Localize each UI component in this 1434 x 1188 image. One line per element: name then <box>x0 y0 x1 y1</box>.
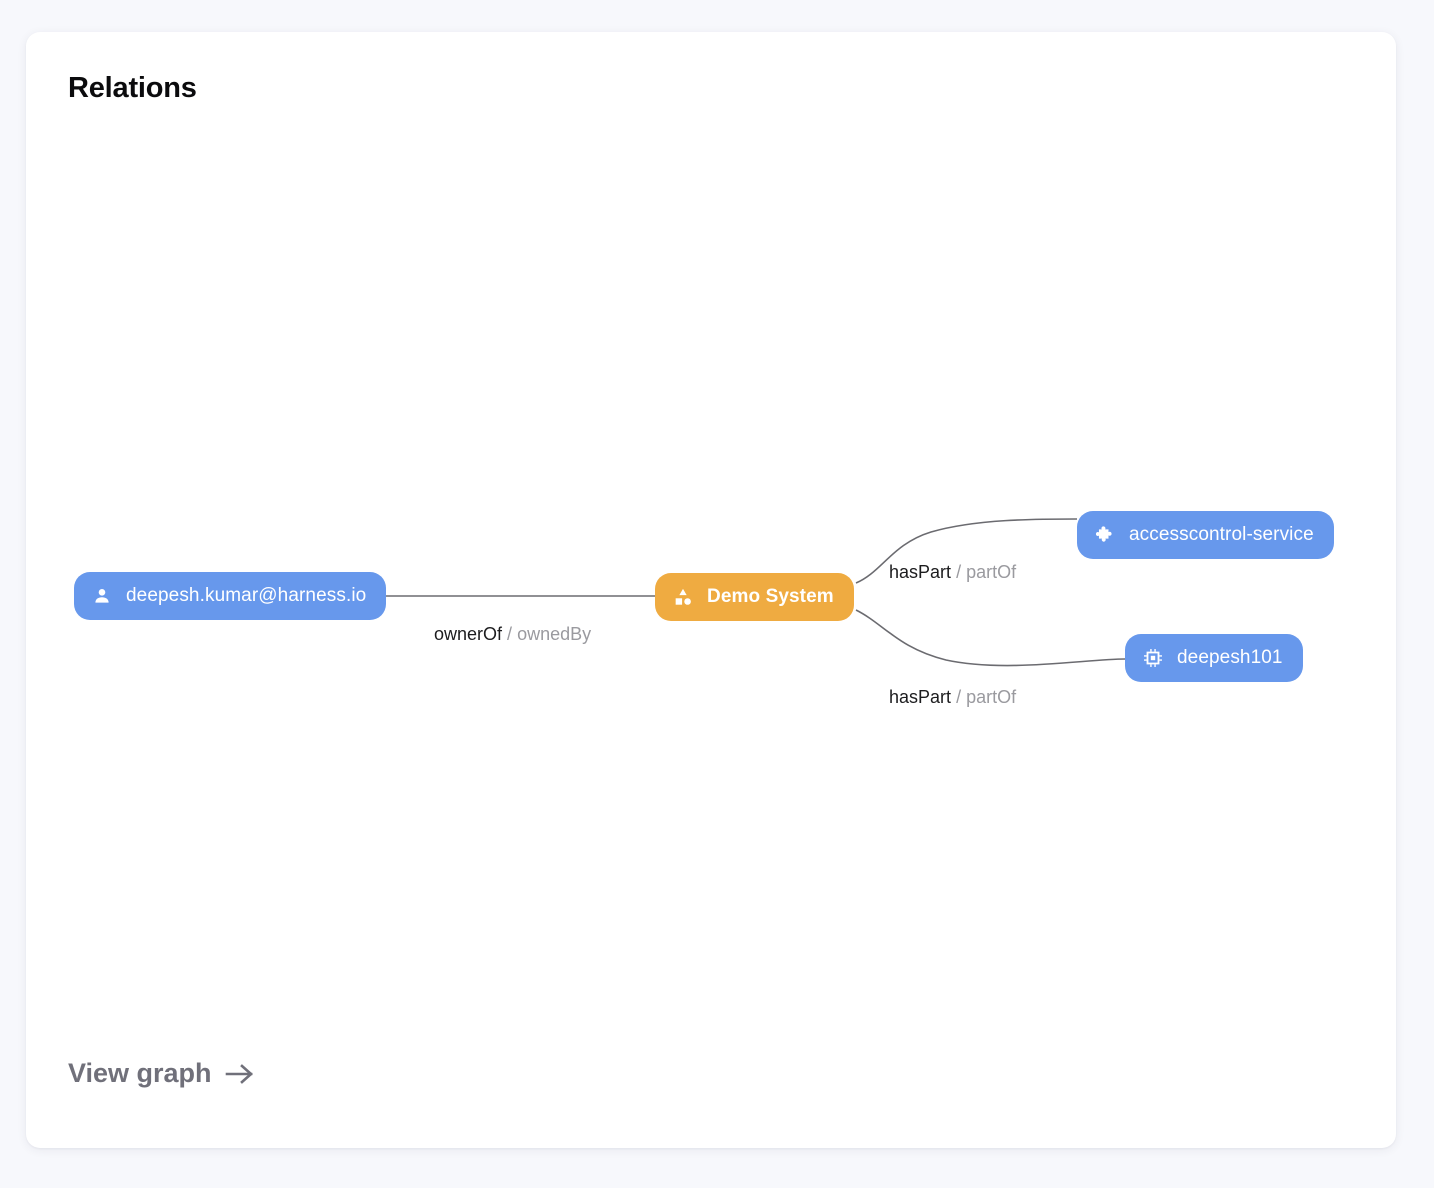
graph-node-label: accesscontrol-service <box>1129 524 1314 545</box>
edge-label-has-part-resource: hasPart / partOf <box>889 687 1016 708</box>
relations-graph[interactable]: deepesh.kumar@harness.io Demo System acc… <box>26 32 1396 1148</box>
edge-line-haspart1 <box>855 518 1078 584</box>
edge-reverse-label: partOf <box>966 687 1017 707</box>
view-graph-label: View graph <box>68 1058 212 1088</box>
graph-node-resource[interactable]: deepesh101 <box>1125 634 1303 682</box>
page-title: Relations <box>68 72 197 104</box>
graph-node-label: Demo System <box>707 586 834 607</box>
graph-node-label: deepesh.kumar@harness.io <box>126 585 367 606</box>
relations-card: Relations deepesh.kumar@harness.io <box>26 32 1396 1148</box>
edge-forward-label: ownerOf <box>434 624 503 644</box>
edge-reverse-label: partOf <box>966 562 1017 582</box>
edge-separator: / <box>507 624 518 644</box>
arrow-right-icon <box>224 1060 256 1088</box>
edge-line-haspart2 <box>855 609 1126 667</box>
graph-node-user[interactable]: deepesh.kumar@harness.io <box>74 572 387 620</box>
edge-reverse-label: ownedBy <box>517 624 592 644</box>
edge-forward-label: hasPart <box>889 687 952 707</box>
graph-node-component[interactable]: accesscontrol-service <box>1077 511 1334 559</box>
category-shapes-icon <box>671 585 695 609</box>
view-graph-link[interactable]: View graph <box>68 1058 256 1089</box>
graph-edges <box>380 518 1126 667</box>
edge-label-owner-of: ownerOf / ownedBy <box>434 624 591 645</box>
edge-separator: / <box>956 687 967 707</box>
puzzle-piece-icon <box>1093 523 1117 547</box>
edge-separator: / <box>956 562 967 582</box>
person-icon <box>90 584 114 608</box>
graph-node-system[interactable]: Demo System <box>655 573 854 621</box>
graph-node-label: deepesh101 <box>1177 647 1283 668</box>
edge-label-has-part-component: hasPart / partOf <box>889 562 1016 583</box>
edge-forward-label: hasPart <box>889 562 952 582</box>
chip-icon <box>1141 646 1165 670</box>
